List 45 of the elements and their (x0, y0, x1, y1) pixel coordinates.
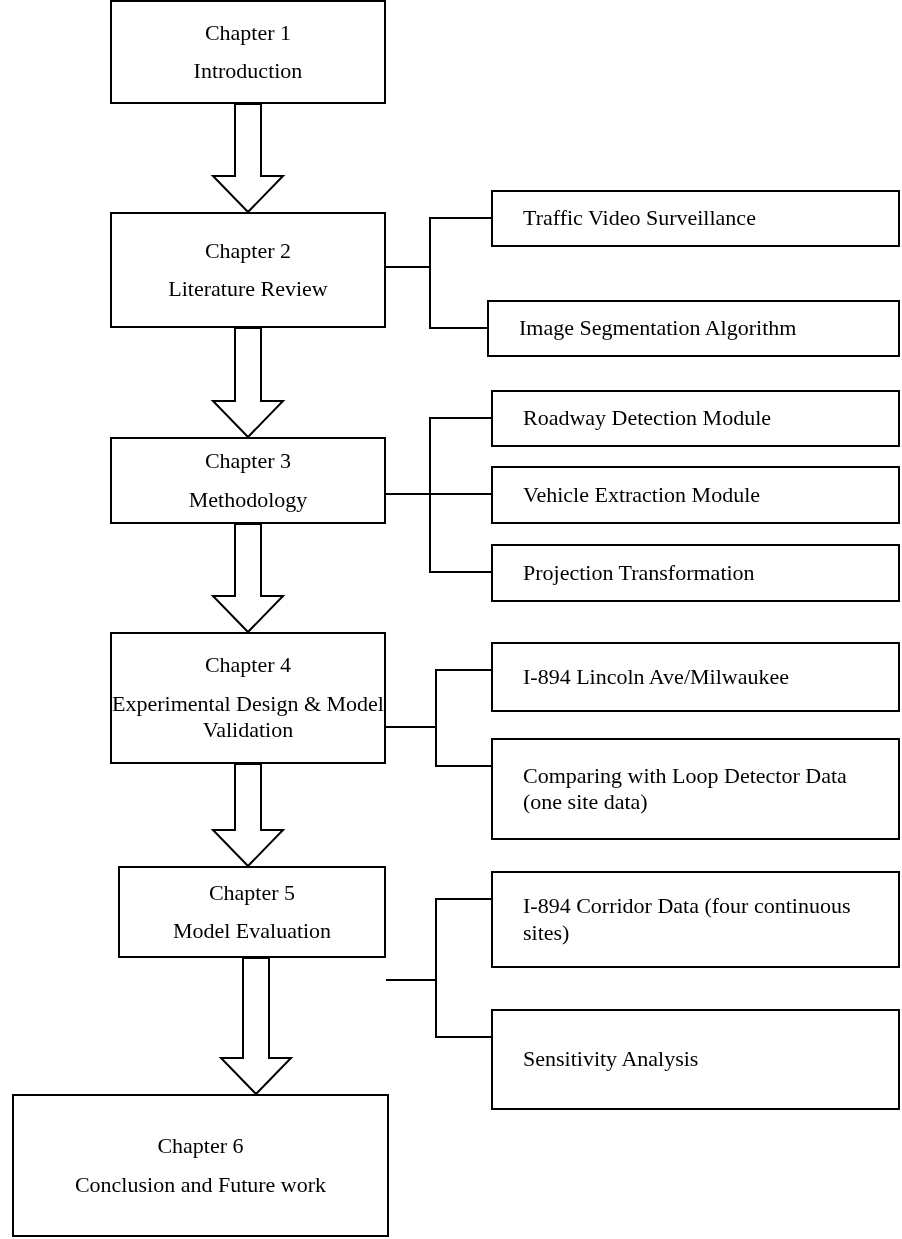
block-arrow (218, 957, 294, 1096)
topic-label: I-894 Corridor Data (four continuous sites) (523, 893, 852, 946)
chapter-title: Conclusion and Future work (74, 1171, 327, 1198)
topic-label: Comparing with Loop Detector Data (one site data) (523, 762, 848, 816)
chapter-box (110, 632, 386, 764)
bracket-connector (385, 493, 492, 573)
bracket-connector (385, 266, 488, 329)
block-arrow (210, 103, 286, 214)
chapter-box (12, 1094, 389, 1237)
chapter-box (110, 212, 386, 328)
topic-box (491, 738, 900, 840)
bracket-connector (385, 726, 492, 767)
topic-label: Projection Transformation (523, 559, 756, 587)
chapter-title: Literature Review (168, 276, 328, 303)
bracket-connector (385, 979, 492, 1038)
chapter-number: Chapter 4 (204, 652, 292, 679)
chapter-box (118, 866, 386, 958)
chapter-title: Model Evaluation (172, 918, 332, 945)
topic-label: Image Segmentation Algorithm (519, 315, 798, 342)
block-arrow (210, 763, 286, 868)
chapter-box (110, 437, 386, 524)
chapter-number: Chapter 1 (204, 19, 292, 46)
topic-box (491, 466, 900, 524)
chapter-number: Chapter 5 (208, 879, 296, 906)
topic-box (491, 390, 900, 447)
topic-label: Sensitivity Analysis (523, 1046, 700, 1073)
block-arrow (210, 523, 286, 634)
topic-box (491, 544, 900, 602)
topic-label: I-894 Lincoln Ave/Milwaukee (523, 663, 790, 691)
chapter-number: Chapter 2 (204, 237, 292, 264)
topic-box (491, 642, 900, 712)
topic-label: Roadway Detection Module (523, 405, 773, 432)
topic-label: Traffic Video Surveillance (523, 205, 757, 232)
block-arrow (210, 327, 286, 439)
topic-label: Vehicle Extraction Module (523, 481, 762, 509)
topic-box (491, 871, 900, 968)
chapter-title: Experimental Design & Model Validation (112, 690, 384, 744)
chapter-title: Introduction (193, 58, 303, 85)
topic-box (491, 1009, 900, 1110)
chapter-number: Chapter 3 (204, 448, 292, 475)
chapter-title: Methodology (188, 486, 308, 513)
chapter-number: Chapter 6 (157, 1133, 244, 1160)
topic-box (487, 300, 900, 357)
chapter-box (110, 0, 386, 104)
topic-box (491, 190, 900, 247)
